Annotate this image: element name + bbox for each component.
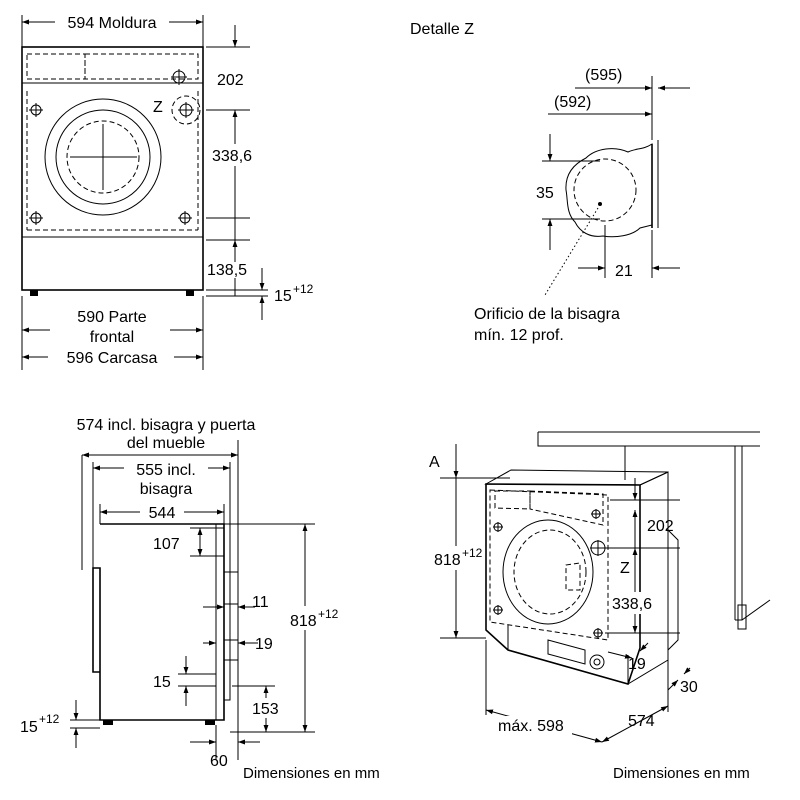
iso-marker-z: Z: [620, 560, 630, 577]
iso-dim-338: 338,6: [612, 596, 652, 613]
iso-tol-818: +12: [462, 546, 483, 560]
iso-dim-19: 19: [628, 656, 646, 673]
isometric-view: A 818 +12 202 Z 338,6 19 30 máx. 598 574…: [429, 431, 771, 782]
hinge-note-2: mín. 12 prof.: [474, 327, 564, 344]
units-caption-right: Dimensiones en mm: [613, 765, 750, 782]
dim-574-line2: del mueble: [127, 435, 205, 452]
dim-19: 19: [255, 636, 273, 653]
dim-moldura: 594 Moldura: [68, 15, 157, 32]
tol-12: +12: [293, 282, 314, 296]
units-caption-left: Dimensiones en mm: [243, 765, 380, 782]
iso-dim-598: máx. 598: [498, 718, 564, 735]
detail-z: Detalle Z (595) (592) 35 21 Orificio de …: [410, 21, 690, 344]
iso-label-a: A: [429, 454, 440, 471]
side-view: 574 incl. bisagra y puerta del mueble 55…: [20, 417, 380, 782]
iso-dim-30: 30: [680, 679, 698, 696]
dim-555-line2: bisagra: [140, 481, 193, 498]
dim-21: 21: [615, 263, 633, 280]
dim-592: (592): [554, 94, 591, 111]
dim-555-line1: 555 incl.: [136, 462, 196, 479]
dim-107: 107: [153, 536, 180, 553]
hinge-note-1: Orificio de la bisagra: [474, 306, 620, 323]
dim-153: 153: [252, 701, 279, 718]
dim-15-feet: 15: [20, 719, 38, 736]
dim-35: 35: [536, 185, 554, 202]
dim-574-line1: 574 incl. bisagra y puerta: [77, 417, 256, 434]
hinge-marker-icon: [29, 69, 192, 225]
detail-z-marker: Z: [153, 99, 163, 116]
tol-feet: +12: [39, 712, 60, 726]
dim-60: 60: [210, 753, 228, 770]
dim-138: 138,5: [207, 262, 247, 279]
front-view: 594 Moldura 202 Z 338,6 138,5 15 +12: [21, 13, 314, 370]
dim-11: 11: [252, 594, 269, 611]
dim-202: 202: [217, 72, 244, 89]
iso-dim-574: 574: [628, 713, 655, 730]
dim-15: 15: [274, 288, 292, 305]
tol-818: +12: [318, 607, 339, 621]
iso-dim-202: 202: [647, 518, 674, 535]
dim-15-hinge: 15: [153, 674, 171, 691]
dim-595: (595): [585, 67, 622, 84]
dim-parte-frontal-1: 590 Parte: [77, 309, 146, 326]
dim-carcasa: 596 Carcasa: [67, 350, 158, 367]
dim-parte-frontal-2: frontal: [90, 329, 134, 346]
dim-544: 544: [149, 505, 176, 522]
dim-338: 338,6: [212, 148, 252, 165]
detail-z-title: Detalle Z: [410, 21, 474, 38]
dim-818: 818: [290, 613, 317, 630]
iso-dim-818: 818: [434, 552, 461, 569]
